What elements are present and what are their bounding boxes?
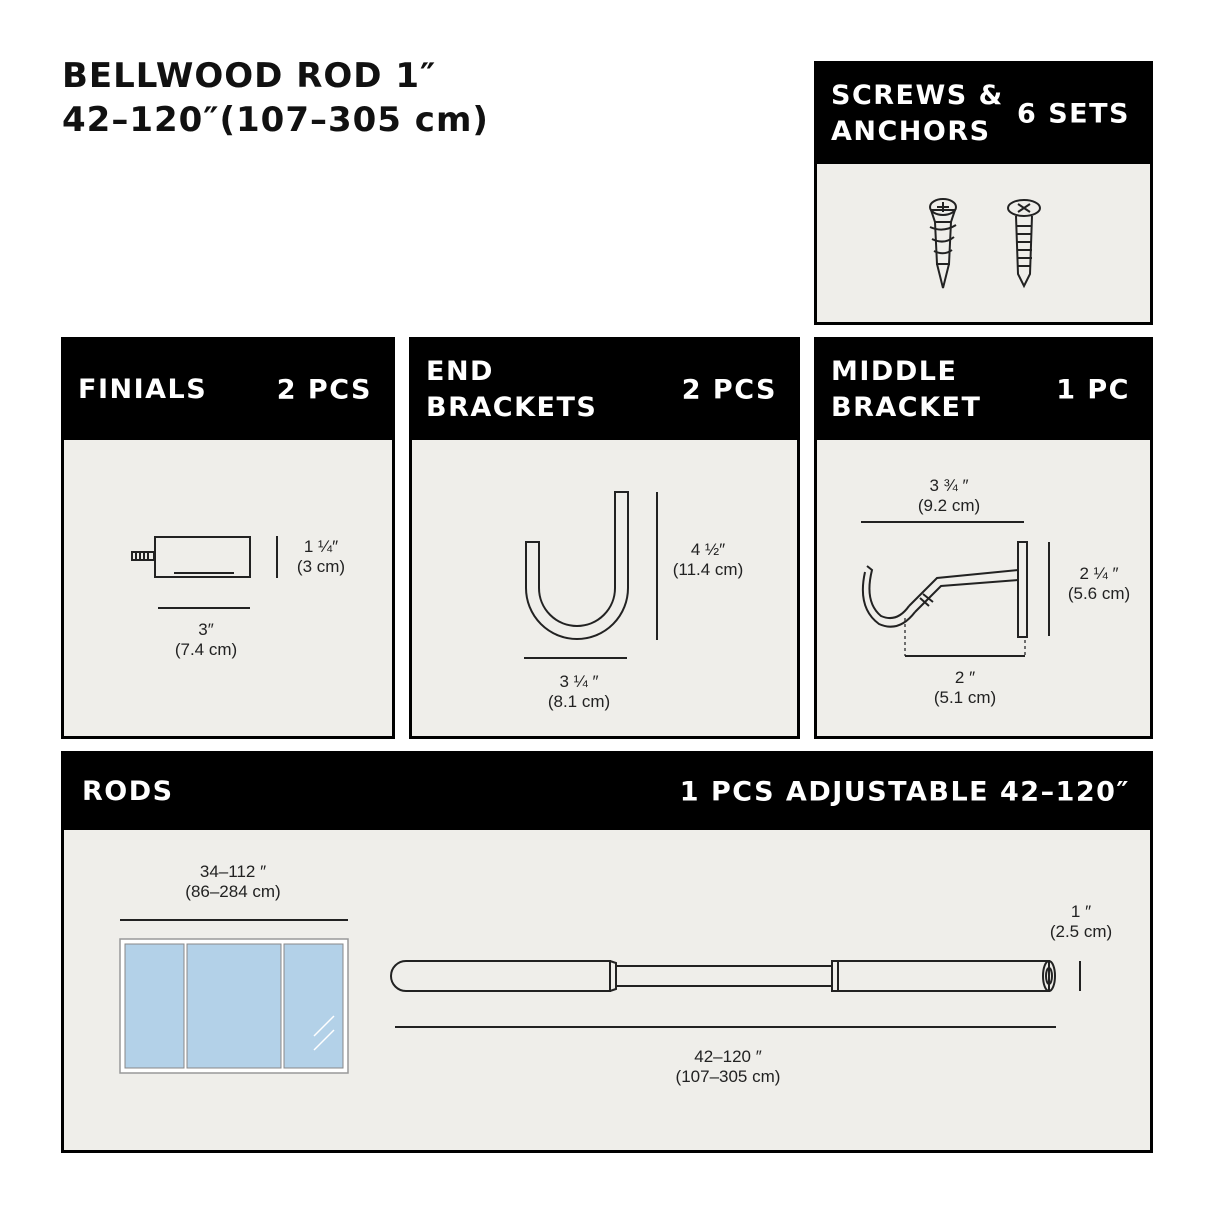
middle-bracket-header: MIDDLE BRACKET 1 PC — [817, 340, 1150, 440]
product-title-line2: 42–120″(107–305 cm) — [62, 100, 489, 140]
end-bracket-icon — [525, 491, 629, 640]
middle-bracket-illustration — [861, 521, 1050, 657]
screws-anchors-panel: SCREWS & ANCHORS 6 SETS — [814, 61, 1153, 325]
rods-panel: RODS 1 PCS ADJUSTABLE 42–120″ 34–112 ″ (… — [61, 751, 1153, 1153]
middle-bracket-depth-guides — [904, 618, 1026, 656]
middle-bracket-icon — [861, 541, 1028, 638]
rods-header: RODS 1 PCS ADJUSTABLE 42–120″ — [64, 754, 1150, 830]
end-brackets-qty: 2 PCS — [681, 374, 777, 406]
end-bracket-width-label: 3 ¼ ″ (8.1 cm) — [547, 672, 611, 711]
finial-illustration — [131, 536, 278, 609]
finials-title: FINIALS — [78, 374, 208, 405]
finial-icon — [131, 536, 251, 578]
middle-bracket-depth-label: 2 ″ (5.1 cm) — [933, 668, 997, 707]
screw-icon — [1007, 199, 1041, 289]
finials-qty: 2 PCS — [276, 374, 372, 406]
rods-title: RODS — [82, 776, 174, 807]
rod-diameter-label: 1 ″ (2.5 cm) — [1049, 902, 1113, 941]
window-width-label: 34–112 ″ (86–284 cm) — [185, 862, 281, 901]
middle-bracket-height-label: 2 ¼ ″ (5.6 cm) — [1067, 564, 1131, 603]
end-brackets-header: END BRACKETS 2 PCS — [412, 340, 797, 440]
product-title: BELLWOOD ROD 1″ 42–120″(107–305 cm) — [62, 54, 489, 142]
finial-width-label: 3″ (7.4 cm) — [174, 620, 238, 659]
middle-bracket-panel: MIDDLE BRACKET 1 PC 3 ¾ ″ (9.2 cm) 2 ¼ ″… — [814, 337, 1153, 739]
wall-anchor-icon — [929, 198, 957, 289]
screws-anchors-qty: 6 SETS — [1017, 98, 1130, 130]
middle-bracket-qty: 1 PC — [1056, 374, 1130, 406]
middle-bracket-top-label: 3 ¾ ″ (9.2 cm) — [917, 476, 981, 515]
screws-anchors-illustration — [929, 198, 1041, 289]
rod-length-label: 42–120 ″ (107–305 cm) — [675, 1047, 781, 1086]
product-title-line1: BELLWOOD ROD 1″ — [62, 56, 437, 96]
finials-header: FINIALS 2 PCS — [64, 340, 392, 440]
screws-anchors-header: SCREWS & ANCHORS 6 SETS — [817, 64, 1150, 164]
rods-qty: 1 PCS ADJUSTABLE 42–120″ — [679, 776, 1130, 808]
rod-icon — [390, 960, 1056, 992]
end-brackets-panel: END BRACKETS 2 PCS 4 ½″ (11.4 cm) 3 ¼ ″ … — [409, 337, 800, 739]
end-bracket-height-label: 4 ½″ (11.4 cm) — [672, 540, 744, 579]
finials-panel: FINIALS 2 PCS 1 ¼″ (3 cm) 3″ (7.4 cm) — [61, 337, 395, 739]
middle-bracket-title: MIDDLE BRACKET — [831, 356, 982, 423]
end-brackets-title: END BRACKETS — [426, 356, 598, 423]
screws-anchors-title: SCREWS & ANCHORS — [831, 80, 1004, 147]
finial-height-label: 1 ¼″ (3 cm) — [296, 537, 346, 576]
window-icon — [119, 938, 349, 1074]
end-bracket-illustration — [524, 491, 658, 659]
rods-illustration — [119, 919, 1081, 1074]
